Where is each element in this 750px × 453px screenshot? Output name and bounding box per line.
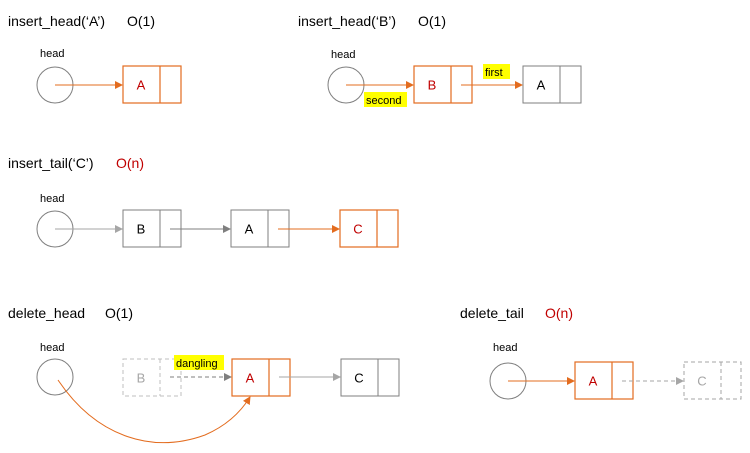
node-c: C <box>339 209 399 248</box>
panel-insert-head-b: insert_head(‘B’) O(1) head B A first sec… <box>298 13 582 107</box>
head-circle <box>36 358 74 396</box>
head-label: head <box>493 342 517 354</box>
node-value: B <box>137 371 146 386</box>
node-a: A <box>122 65 182 104</box>
node-a: A <box>231 358 291 397</box>
node-value: C <box>697 374 706 389</box>
complexity-label: O(1) <box>105 305 133 321</box>
node-value: A <box>245 222 254 237</box>
complexity-label: O(1) <box>127 13 155 29</box>
head-pointer-arrow <box>57 379 251 443</box>
head-label: head <box>40 193 64 205</box>
complexity-label: O(n) <box>116 155 144 171</box>
step-label: dangling <box>176 358 218 370</box>
node-value: C <box>353 222 362 237</box>
second-highlight-label: second <box>364 92 407 107</box>
dangling-highlight-label: dangling <box>174 355 224 370</box>
step-label: second <box>366 95 401 107</box>
panel-title: insert_head(‘A’) <box>8 13 105 29</box>
node-value: A <box>589 374 598 389</box>
node-value: A <box>137 78 146 93</box>
panel-title: insert_head(‘B’) <box>298 13 396 29</box>
node-c: C <box>340 358 400 397</box>
complexity-label: O(n) <box>545 305 573 321</box>
head-label: head <box>40 48 64 60</box>
node-a: A <box>522 65 582 104</box>
panel-delete-tail: delete_tail O(n) head A C <box>460 305 742 400</box>
node-value: B <box>428 78 437 93</box>
panel-insert-tail-c: insert_tail(‘C’) O(n) head B A C <box>8 155 399 248</box>
node-value: C <box>354 371 363 386</box>
complexity-label: O(1) <box>418 13 446 29</box>
panel-title: insert_tail(‘C’) <box>8 155 94 171</box>
node-value: A <box>246 371 255 386</box>
node-c-removed: C <box>683 361 742 400</box>
panel-delete-head: delete_head O(1) head B dangling A C <box>8 305 400 443</box>
first-highlight-label: first <box>483 64 510 79</box>
panel-title: delete_tail <box>460 305 524 321</box>
head-label: head <box>331 49 355 61</box>
node-value: B <box>137 222 146 237</box>
node-value: A <box>537 78 546 93</box>
step-label: first <box>485 67 503 79</box>
panel-title: delete_head <box>8 305 85 321</box>
panel-insert-head-a: insert_head(‘A’) O(1) head A <box>8 13 182 104</box>
head-label: head <box>40 342 64 354</box>
